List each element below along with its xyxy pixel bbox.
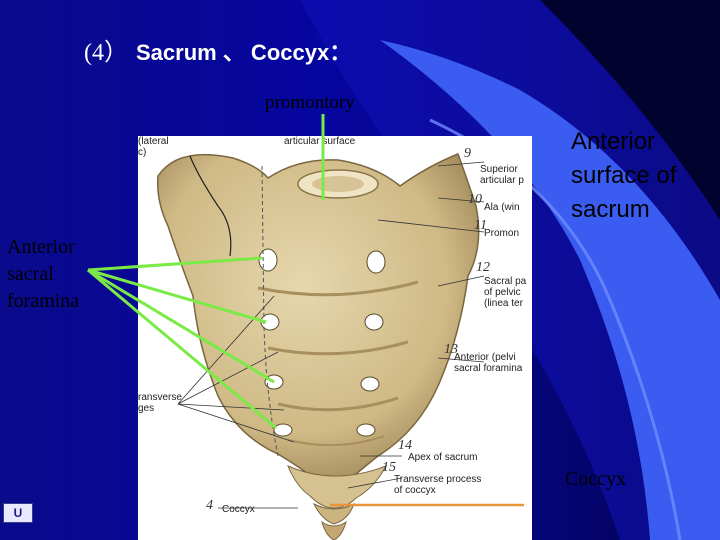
anterior-surface-line-2: surface of [571,162,677,189]
coccyx-label: Coccyx [565,468,627,490]
fig-label-coccyx: Coccyx [222,504,255,515]
fig-number-15: 15 [382,460,396,475]
fig-label-sacral-2: of pelvic [484,287,521,298]
fig-label-articular-surface: articular surface [284,136,356,147]
fig-number-14: 14 [398,438,412,453]
fig-label-anterior-pelvic-2: sacral foramina [454,363,523,374]
foramina-line-2: sacral [7,263,54,285]
anterior-surface-line-3: sacrum [571,196,650,223]
fig-label-ridges-2: ges [138,403,155,414]
fig-label-apex: Apex of sacrum [408,452,478,463]
title-number: (4） [84,40,128,66]
promontory-label: promontory [265,92,355,113]
sacrum-illustration: (lateral c) articular surface Superior a… [138,136,532,540]
fig-number-13: 13 [444,342,458,357]
fig-number-9: 9 [464,146,471,161]
fig-label-tp-2: of coccyx [394,485,436,496]
anterior-sacral-foramina-label: Anterior sacral foramina [7,234,79,315]
fig-label-anterior-pelvic-1: Anterior (pelvi [454,352,516,363]
fig-label-superior-articular: Superior articular p [480,164,524,186]
fig-number-11: 11 [474,218,487,233]
fig-label-sacral-1: Sacral pa [484,276,527,287]
fig-number-4: 4 [206,498,213,513]
fig-label-transverse-process: Transverse process of coccyx [394,474,481,496]
fig-label-sacral-3: (linea ter [484,298,523,309]
fig-label-superior-2: articular p [480,175,524,186]
slide-title: (4） Sacrum 、 Coccyx： [84,32,351,67]
fig-label-lateral: (lateral c) [138,136,169,158]
foramina-line-1: Anterior [7,236,75,258]
foramina-line-3: foramina [7,290,80,312]
fig-number-12: 12 [476,260,490,275]
fig-label-anterior-pelvic: Anterior (pelvi sacral foramina [454,352,522,374]
fig-label-ala: Ala (win [484,202,520,213]
logo-icon: U [3,503,33,523]
fig-label-sacral-part: Sacral pa of pelvic (linea ter [484,276,526,309]
fig-label-lateral-2: c) [138,147,147,158]
fig-number-10: 10 [468,192,482,207]
fig-label-superior-1: Superior [480,164,518,175]
fig-label-ridges-1: ransverse [138,392,182,403]
fig-label-transverse-ridges: ransverse ges [138,392,182,414]
fig-label-tp-1: Transverse process [394,474,482,485]
fig-label-promon: Promon [484,228,520,239]
anterior-surface-line-1: Anterior [571,128,656,155]
anterior-surface-label: Anterior surface of sacrum [571,125,676,227]
title-text: Sacrum 、 Coccyx： [136,40,352,65]
fig-label-lateral-1: (lateral [138,136,169,147]
